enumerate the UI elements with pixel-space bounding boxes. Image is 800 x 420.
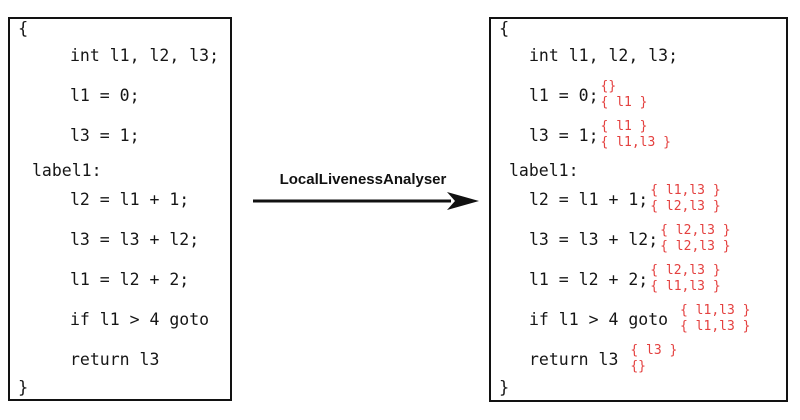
live-in-set: { l1,l3 } (650, 183, 721, 198)
live-in-set: { l2,l3 } (660, 223, 731, 238)
code-line: l3 = l3 + l2; (10, 219, 230, 259)
liveness-annotation: { l1,l3 }{ l2,l3 } (650, 183, 720, 215)
code-text: l2 = l1 + 1; (70, 189, 190, 209)
brace-line: } (491, 379, 786, 397)
code-text: int l1, l2, l3; (529, 45, 679, 65)
liveness-annotation: { l1,l3 }{ l1,l3 } (680, 303, 750, 335)
code-text: l1 = 0; (70, 85, 140, 105)
annotated-code-box: {int l1, l2, l3;l1 = 0;{}{ l1 }l3 = 1;{ … (489, 17, 788, 402)
live-out-set: { l1,l3 } (680, 319, 751, 334)
live-out-set: { l1,l3 } (650, 279, 721, 294)
code-line: l3 = 1;{ l1 }{ l1,l3 } (491, 115, 786, 155)
live-in-set: { l1 } (600, 119, 648, 134)
code-text: } (18, 378, 29, 398)
brace-line: { (10, 19, 230, 39)
code-line: if l1 > 4 goto (10, 299, 230, 339)
code-text: l2 = l1 + 1; (529, 189, 649, 209)
liveness-annotation: { l3 }{} (630, 343, 677, 375)
code-line: l1 = 0;{}{ l1 } (491, 75, 786, 115)
code-text: l3 = l3 + l2; (529, 229, 659, 249)
code-line: int l1, l2, l3; (491, 35, 786, 75)
code-text: if l1 > 4 goto (529, 309, 679, 329)
code-text: } (499, 378, 510, 398)
code-text: label1: (509, 161, 579, 180)
liveness-annotation: { l2,l3 }{ l2,l3 } (660, 223, 730, 255)
code-label-line: label1: (10, 155, 230, 179)
arrow-label: LocalLivenessAnalyser (279, 171, 447, 188)
live-out-set: {} (630, 359, 646, 374)
code-line: return l3 (10, 339, 230, 379)
live-out-set: { l2,l3 } (650, 199, 721, 214)
code-text: l3 = 1; (70, 125, 140, 145)
brace-line: } (10, 379, 230, 397)
code-text: if l1 > 4 goto (70, 309, 210, 329)
code-text: l3 = 1; (529, 125, 599, 145)
source-code-box: { int l1, l2, l3; l1 = 0; l3 = 1; label1: l2 … (8, 17, 232, 401)
code-text: int l1, l2, l3; (70, 45, 220, 65)
code-text: label1: (32, 161, 102, 180)
code-text: { (18, 19, 29, 39)
code-line: l1 = l2 + 2;{ l2,l3 }{ l1,l3 } (491, 259, 786, 299)
liveness-annotation: { l2,l3 }{ l1,l3 } (650, 263, 720, 295)
code-label-line: label1: (491, 155, 786, 179)
code-text: l1 = l2 + 2; (70, 269, 190, 289)
code-line: l3 = 1; (10, 115, 230, 155)
code-text: return l3 (529, 349, 629, 369)
live-in-set: { l2,l3 } (650, 263, 721, 278)
code-text: l1 = 0; (529, 85, 599, 105)
brace-line: { (491, 19, 786, 39)
code-line: l2 = l1 + 1; (10, 179, 230, 219)
code-line: l1 = l2 + 2; (10, 259, 230, 299)
liveness-annotation: {}{ l1 } (601, 79, 648, 111)
code-line: if l1 > 4 goto { l1,l3 }{ l1,l3 } (491, 299, 786, 339)
code-line: return l3 { l3 }{} (491, 339, 786, 379)
live-out-set: { l1,l3 } (600, 135, 671, 150)
live-out-set: { l2,l3 } (660, 239, 731, 254)
live-in-set: { l3 } (630, 343, 678, 358)
live-out-set: { l1 } (600, 95, 648, 110)
code-text: l1 = l2 + 2; (529, 269, 649, 289)
code-line: l1 = 0; (10, 75, 230, 115)
code-text: return l3 (70, 349, 160, 369)
code-text: { (499, 19, 510, 39)
live-in-set: {} (600, 79, 617, 94)
code-line: l3 = l3 + l2;{ l2,l3 }{ l2,l3 } (491, 219, 786, 259)
transform-arrow-icon (253, 192, 479, 210)
code-line: int l1, l2, l3; (10, 35, 230, 75)
code-line: l2 = l1 + 1;{ l1,l3 }{ l2,l3 } (491, 179, 786, 219)
liveness-annotation: { l1 }{ l1,l3 } (601, 119, 671, 151)
live-in-set: { l1,l3 } (680, 303, 751, 318)
code-text: l3 = l3 + l2; (70, 229, 200, 249)
